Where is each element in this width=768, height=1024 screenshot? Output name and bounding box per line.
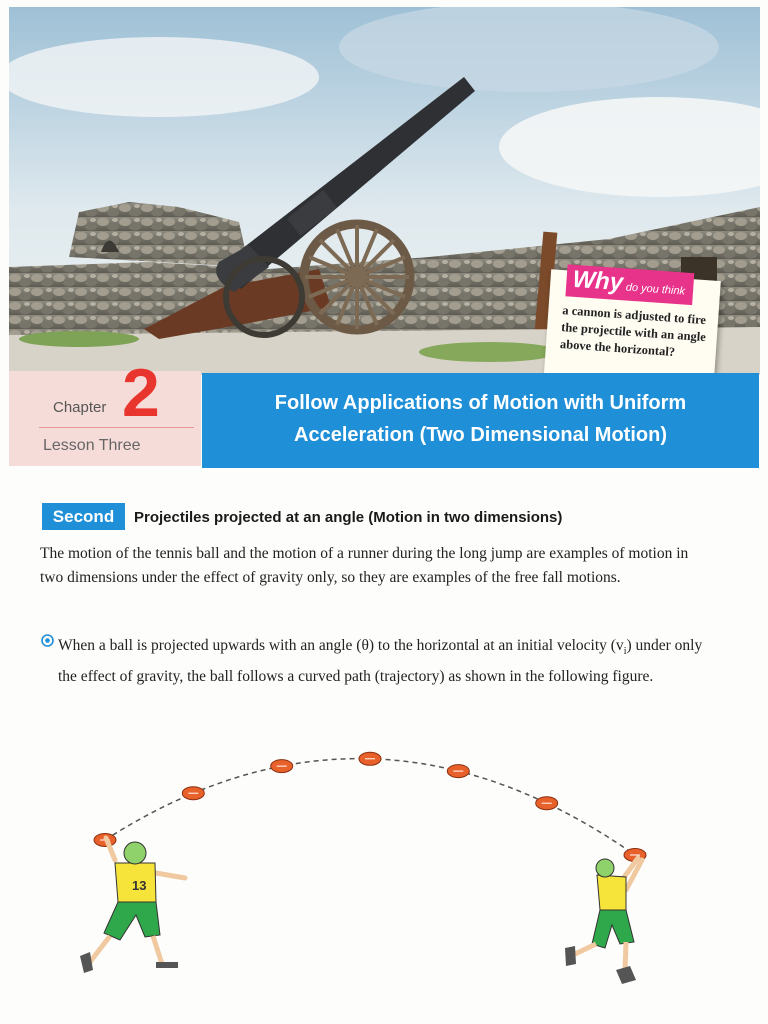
lesson-label: Lesson Three [43,437,141,454]
why-word: Why [571,265,625,297]
intro-paragraph: The motion of the tennis ball and the mo… [40,545,689,586]
why-question: a cannon is adjusted to fire the project… [559,303,707,360]
lesson-title-line1: Follow Applications of Motion with Unifo… [274,392,687,414]
chapter-box: Chapter 2 Lesson Three [9,359,201,466]
football-group [93,751,647,862]
jersey-number: 13 [132,878,146,893]
bullet-text-part2: ) under only the effect of gravity, the … [58,637,703,685]
why-subtitle: do you think [625,281,686,298]
player-catcher [565,855,645,984]
bullet-icon [41,634,54,647]
hero-photo [9,7,760,375]
player-thrower: 13 [80,835,188,973]
section-badge: Second [42,503,125,530]
section-heading: Projectiles projected at an angle (Motio… [134,509,563,526]
velocity-subscript: i [623,646,627,658]
cannon-photo [9,7,760,375]
lesson-title-line2: Acceleration (Two Dimensional Motion) [294,424,667,446]
bullet-text: When a ball is projected upwards with an… [58,634,710,689]
trajectory-figure: 13 [80,751,647,984]
chapter-number: 2 [122,355,160,431]
chapter-divider [39,427,194,428]
lesson-title-bar: Follow Applications of Motion with Unifo… [202,373,759,468]
bullet-text-part1: When a ball is projected upwards with an… [58,637,624,654]
chapter-label: Chapter [53,399,107,416]
